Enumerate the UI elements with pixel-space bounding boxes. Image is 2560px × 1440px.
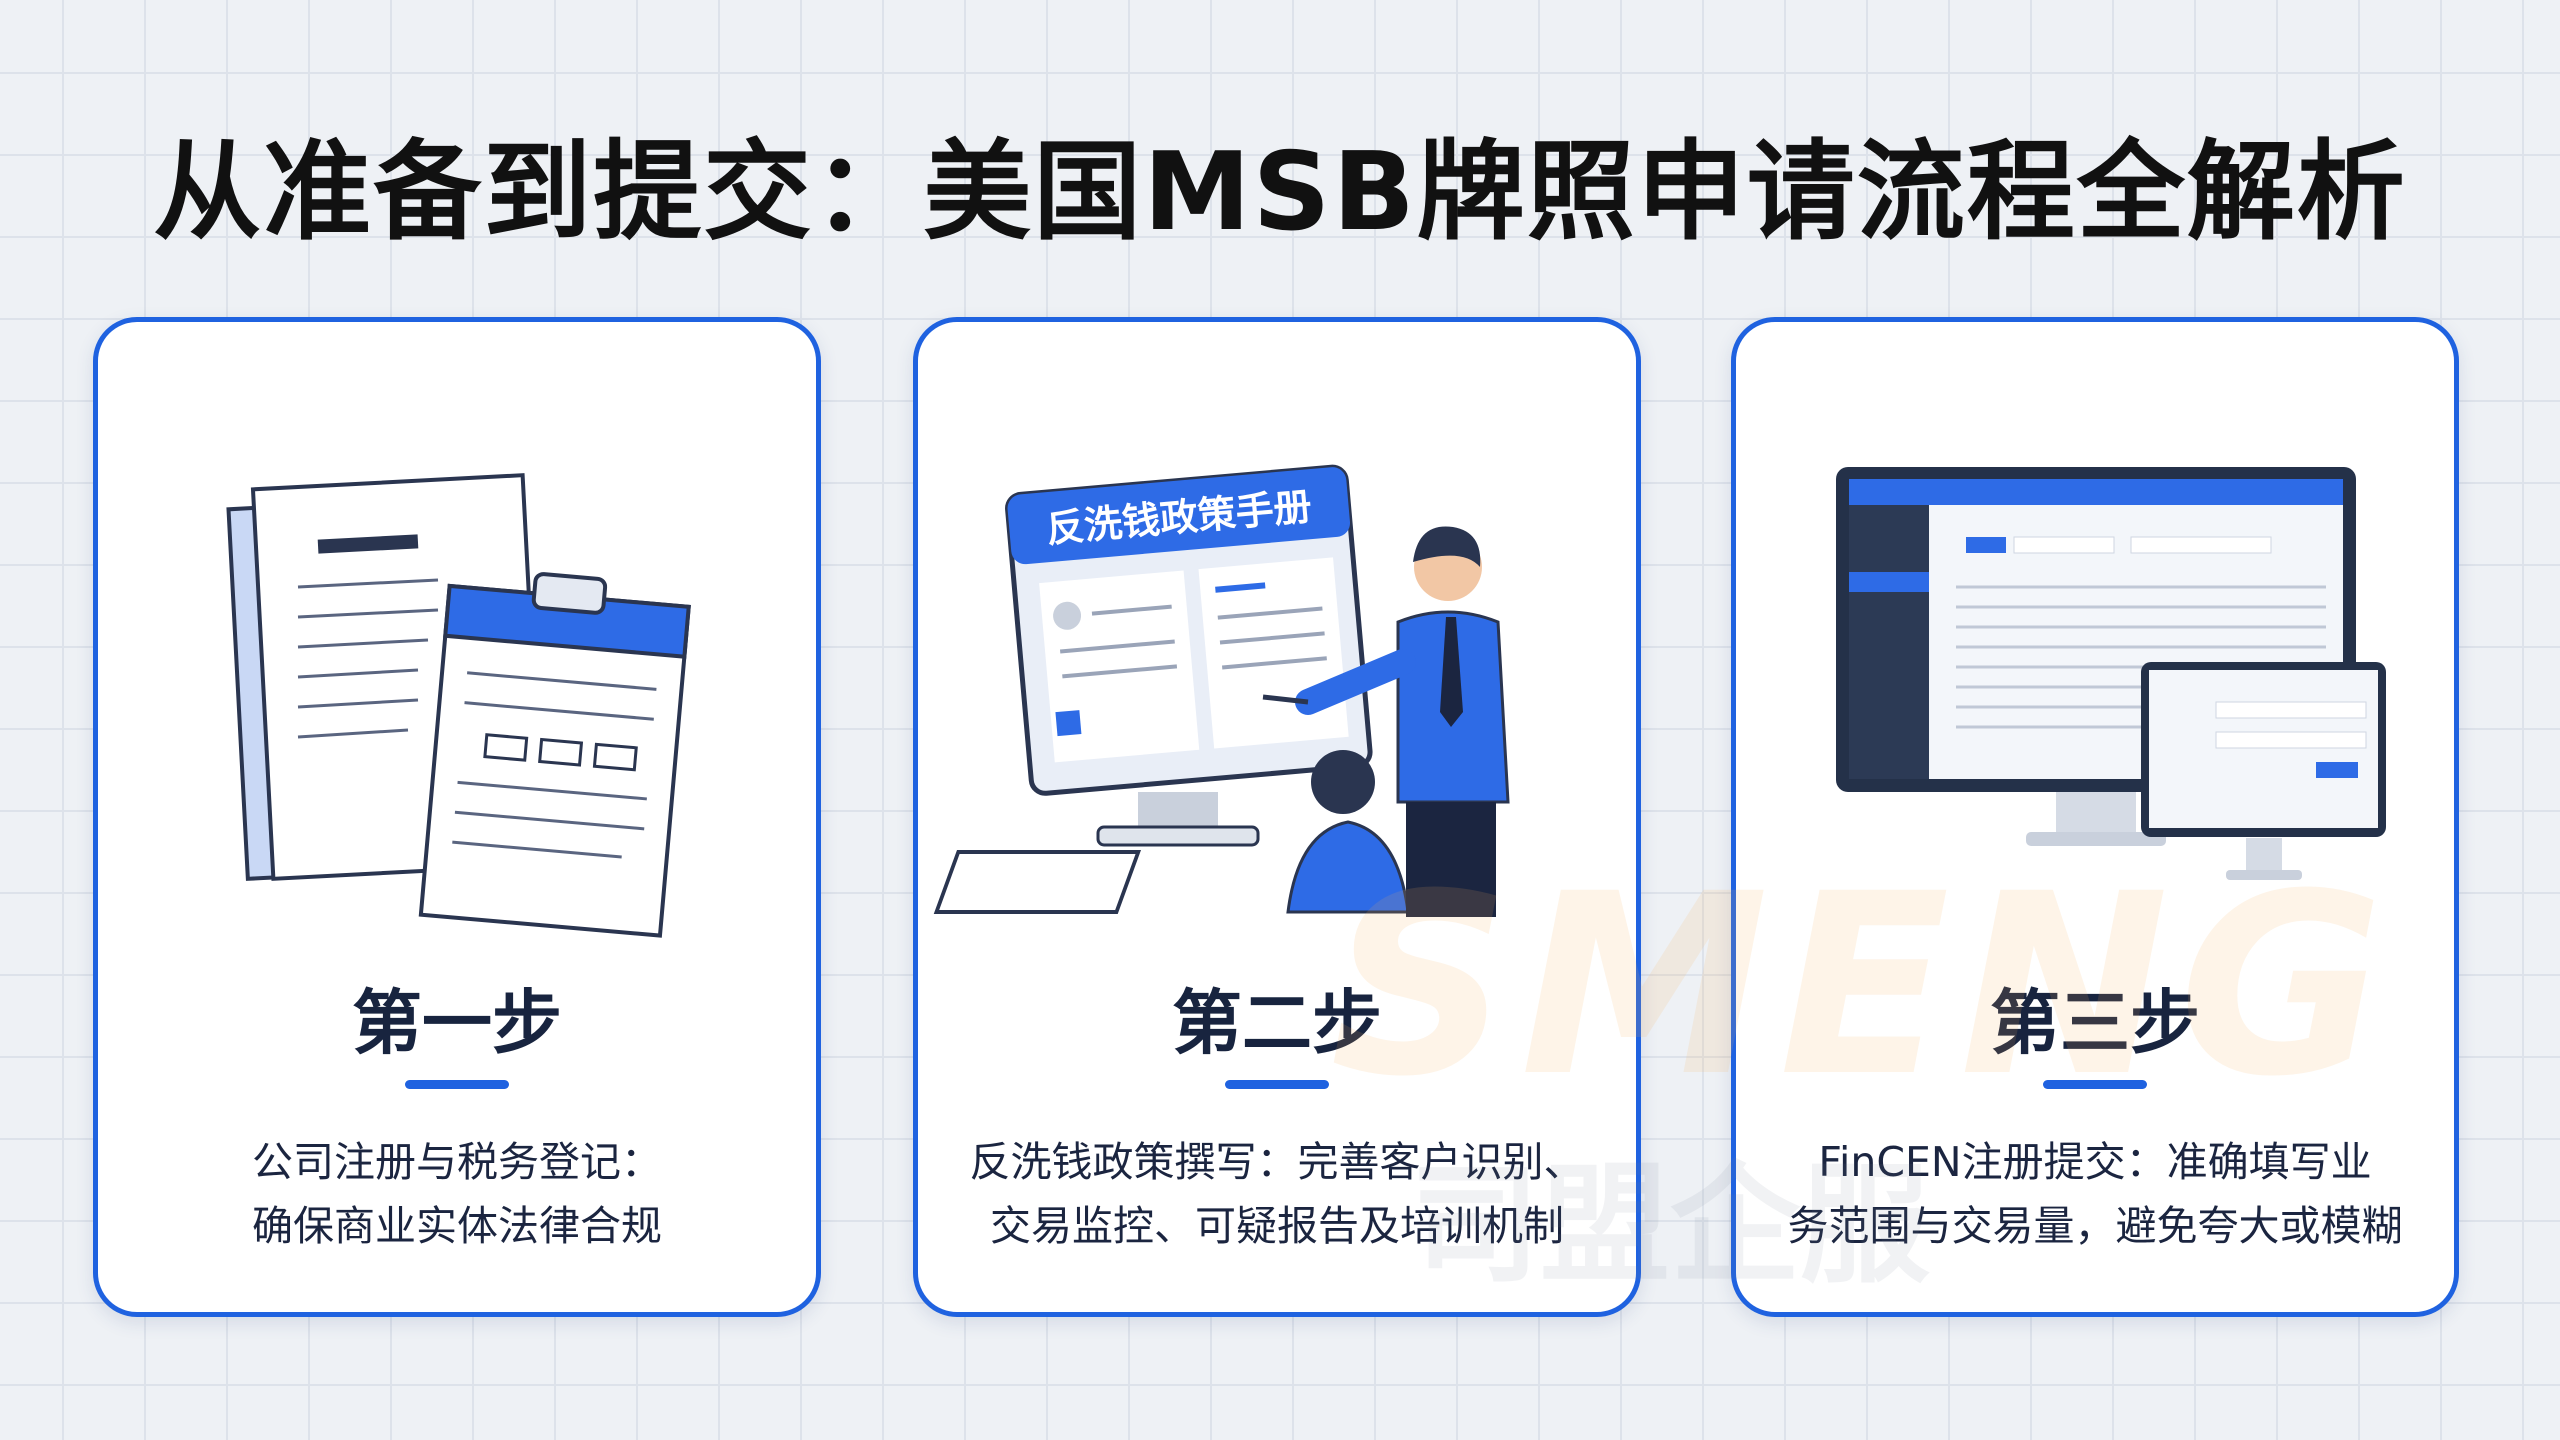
- description-line: FinCEN注册提交：准确填写业: [1818, 1138, 2372, 1186]
- step-heading: 第一步: [352, 982, 562, 1064]
- step-card-2: 反洗钱政策手册 第二步 反洗钱政策撰写：完善客户识别、 交易监控、可疑报告及培训…: [913, 317, 1641, 1317]
- step-card-1: 第一步 公司注册与税务登记： 确保商业实体法律合规: [93, 317, 821, 1317]
- page-title: 从准备到提交：美国MSB牌照申请流程全解析: [153, 130, 2407, 255]
- heading-underline: [1225, 1080, 1329, 1089]
- dashboard-monitor-icon: [1836, 467, 2386, 880]
- heading-underline: [2043, 1080, 2147, 1089]
- step-description: FinCEN注册提交：准确填写业 务范围与交易量，避免夸大或模糊: [1756, 1130, 2434, 1258]
- step-description: 反洗钱政策撰写：完善客户识别、 交易监控、可疑报告及培训机制: [938, 1130, 1616, 1258]
- step-heading: 第三步: [1990, 982, 2200, 1064]
- step-heading: 第二步: [1172, 982, 1382, 1064]
- heading-underline: [405, 1080, 509, 1089]
- step-card-3: 第三步 FinCEN注册提交：准确填写业 务范围与交易量，避免夸大或模糊: [1731, 317, 2459, 1317]
- description-line: 公司注册与税务登记：: [252, 1138, 662, 1186]
- policy-presentation-icon: 反洗钱政策手册: [933, 464, 1510, 917]
- documents-clipboard-icon: [226, 473, 691, 938]
- description-line: 务范围与交易量，避免夸大或模糊: [1787, 1202, 2403, 1250]
- description-line: 交易监控、可疑报告及培训机制: [990, 1202, 1564, 1250]
- step-description: 公司注册与税务登记： 确保商业实体法律合规: [118, 1130, 796, 1258]
- description-line: 反洗钱政策撰写：完善客户识别、: [969, 1138, 1585, 1186]
- description-line: 确保商业实体法律合规: [252, 1202, 662, 1250]
